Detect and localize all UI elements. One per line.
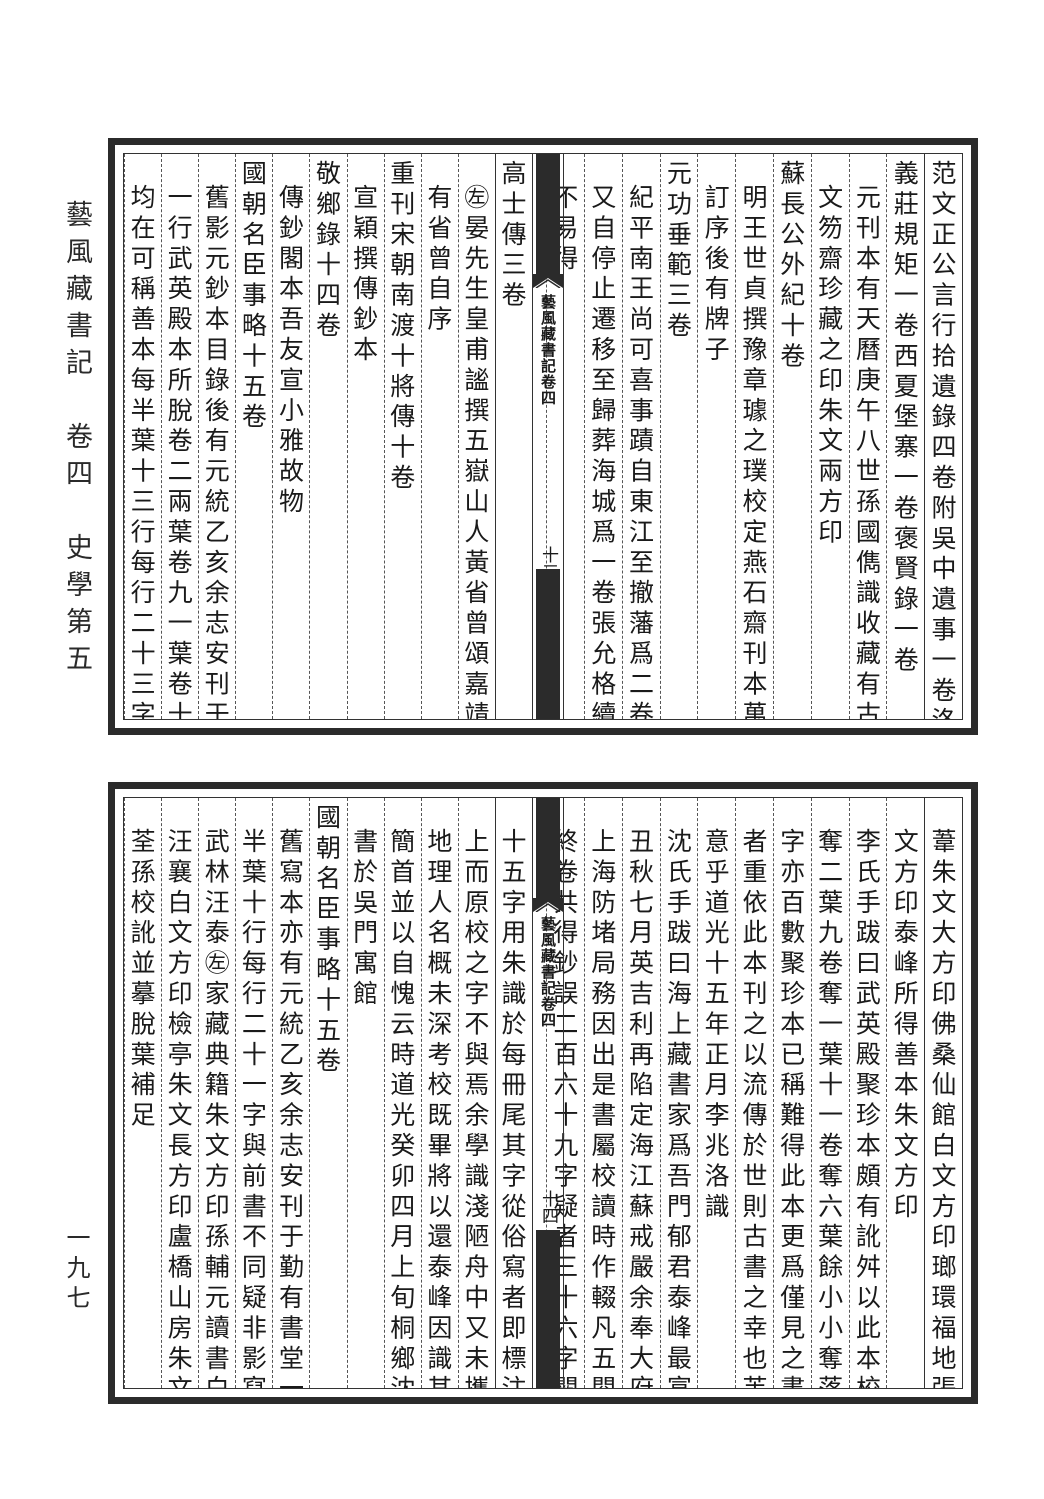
- text-column: 敬鄉錄十四卷: [309, 154, 346, 719]
- text-column: 葦朱文大方印佛桑仙館白文方印瑯環福地張氏藏白: [924, 798, 962, 1388]
- text-column: 半葉十行每行二十一字與前書不同疑非影寫收藏有: [235, 798, 272, 1388]
- text-column: 奪二葉九卷奪一葉十一卷奪六葉餘小小奪落百數訛: [810, 798, 849, 1388]
- text-column: ㊧晏先生皇甫謐撰五嶽山人黃省曾頌嘉靖癸巳刊本: [457, 154, 495, 719]
- top-left-half: 高士傳三卷 ㊧晏先生皇甫謐撰五嶽山人黃省曾頌嘉靖癸巳刊本 有省曾自序 重刊宋朝南…: [123, 154, 532, 719]
- text-column: 明王世貞撰豫章璩之璞校定燕石齋刊本萬曆乙未重: [735, 154, 773, 719]
- text-column: 蘇長公外紀十卷: [772, 154, 811, 719]
- fish-tail-ornament-icon: [533, 274, 563, 288]
- spine-black-mouth-top: [536, 154, 560, 274]
- text-column: 有省曾自序: [420, 154, 458, 719]
- text-column: 字亦百數聚珍本已稱難得此本更爲僅見之書得好事: [772, 798, 811, 1388]
- text-column: 舊影元鈔本目錄後有元統乙亥余志安刊于勤有書堂: [198, 154, 235, 719]
- spine-black-mouth-bottom: [536, 1230, 560, 1388]
- text-column: 重刊宋朝南渡十將傳十卷: [383, 154, 421, 719]
- text-column: 訂序後有牌子: [697, 154, 735, 719]
- text-column: 范文正公言行拾遺錄四卷附吳中遺事一卷洛陽志一卷: [924, 154, 962, 719]
- text-column: 元刊本有天曆庚午八世孫國儁識收藏有古鹽馬氏朱: [848, 154, 887, 719]
- text-column: 者重依此本刊之以流傳於世則古書之幸也芙川其有: [735, 798, 773, 1388]
- text-column: 丑秋七月英吉利再陷定海江蘇戒嚴余奉大府檄協理: [621, 798, 660, 1388]
- text-column: 地理人名概未深考校既畢將以還泰峰因識其緣起於: [420, 798, 458, 1388]
- text-column: 簡首並以自愧云時道光癸卯四月上旬桐鄉沈炳垣手: [383, 798, 421, 1388]
- text-column: 舊寫本亦有元統乙亥余志安刊于勤有書堂一行而每: [272, 798, 309, 1388]
- text-column: 一行武英殿本所脫卷二兩葉卷九一葉卷十一六葉: [161, 154, 198, 719]
- text-column: 沈氏手跋曰海上藏書家爲吾門郁君泰峰最富道光辛: [659, 798, 698, 1388]
- bottom-page-frame: 葦朱文大方印佛桑仙館白文方印瑯環福地張氏藏白 文方印泰峰所得善本朱文方印 李氏手…: [108, 782, 978, 1404]
- text-column: 紀平南王尚可喜事蹟自東江至撤藩爲二卷尹源進撰: [621, 154, 660, 719]
- spine-leaf-number: 十四: [538, 1190, 558, 1224]
- text-column: 國朝名臣事略十五卷: [309, 798, 346, 1388]
- text-column: 傳鈔閣本吾友宣小雅故物: [272, 154, 309, 719]
- text-column: 荃孫校訛並摹脫葉補足: [123, 798, 161, 1388]
- text-column: 意乎道光十五年正月李兆洛識: [697, 798, 735, 1388]
- text-column: 十五字用朱識於每冊尾其字從俗寫者即標注每葉之: [494, 798, 532, 1388]
- top-page-inner-border: 范文正公言行拾遺錄四卷附吳中遺事一卷洛陽志一卷 義莊規矩一卷西夏堡寨一卷褒賢錄一…: [123, 153, 963, 720]
- text-column: 元功垂範三卷: [659, 154, 698, 719]
- margin-running-title: 藝風藏書記 卷四 史學第五: [61, 200, 92, 681]
- text-column: 文笏齋珍藏之印朱文兩方印: [810, 154, 849, 719]
- text-column: 文方印泰峰所得善本朱文方印: [886, 798, 924, 1388]
- top-page-frame: 范文正公言行拾遺錄四卷附吳中遺事一卷洛陽志一卷 義莊規矩一卷西夏堡寨一卷褒賢錄一…: [108, 138, 978, 735]
- text-column: 書於吳門寓館: [346, 798, 384, 1388]
- top-right-half: 范文正公言行拾遺錄四卷附吳中遺事一卷洛陽志一卷 義莊規矩一卷西夏堡寨一卷褒賢錄一…: [546, 154, 962, 719]
- bottom-spine: 藝風藏書記卷四 十四: [532, 798, 564, 1388]
- bottom-page-inner-border: 葦朱文大方印佛桑仙館白文方印瑯環福地張氏藏白 文方印泰峰所得善本朱文方印 李氏手…: [123, 797, 963, 1389]
- text-column: 義莊規矩一卷西夏堡寨一卷褒賢錄一卷: [886, 154, 924, 719]
- margin-page-number: 一九七: [62, 1225, 90, 1315]
- text-column: 高士傳三卷: [494, 154, 532, 719]
- top-spine: 藝風藏書記卷四 十三: [532, 154, 564, 719]
- text-column: 又自停止遷移至歸葬海城爲一卷張允格續撰此書頗: [583, 154, 622, 719]
- text-column: 武林汪泰㊧家藏典籍朱文方印孫輔元讀書白文方印: [198, 798, 235, 1388]
- fish-tail-ornament-icon: [533, 898, 563, 912]
- text-column: 汪襄白文方印檢亭朱文長方印盧橋山房朱文長印: [161, 798, 198, 1388]
- bottom-left-half: 十五字用朱識於每冊尾其字從俗寫者即標注每葉之 上而原校之字不與焉余學識淺陋舟中又…: [123, 798, 532, 1388]
- spine-book-title: 藝風藏書記卷四: [539, 294, 557, 406]
- spine-book-title: 藝風藏書記卷四: [539, 916, 557, 1028]
- text-column: 宣穎撰傳鈔本: [346, 154, 384, 719]
- text-column: 李氏手跋曰武英殿聚珍本頗有訛舛以此本校之二卷: [848, 798, 887, 1388]
- text-column: 均在可稱善本每半葉十三行每行二十三字收藏有滄: [123, 154, 161, 719]
- spine-black-mouth-bottom: [536, 569, 560, 719]
- text-column: 上而原校之字不與焉余學識淺陋舟中又未攜書故於: [457, 798, 495, 1388]
- text-column: 國朝名臣事略十五卷: [235, 154, 272, 719]
- bottom-right-half: 葦朱文大方印佛桑仙館白文方印瑯環福地張氏藏白 文方印泰峰所得善本朱文方印 李氏手…: [546, 798, 962, 1388]
- text-column: 上海防堵局務因出是書屬校讀時作輟凡五閱月而三: [583, 798, 622, 1388]
- spine-black-mouth-top: [536, 798, 560, 898]
